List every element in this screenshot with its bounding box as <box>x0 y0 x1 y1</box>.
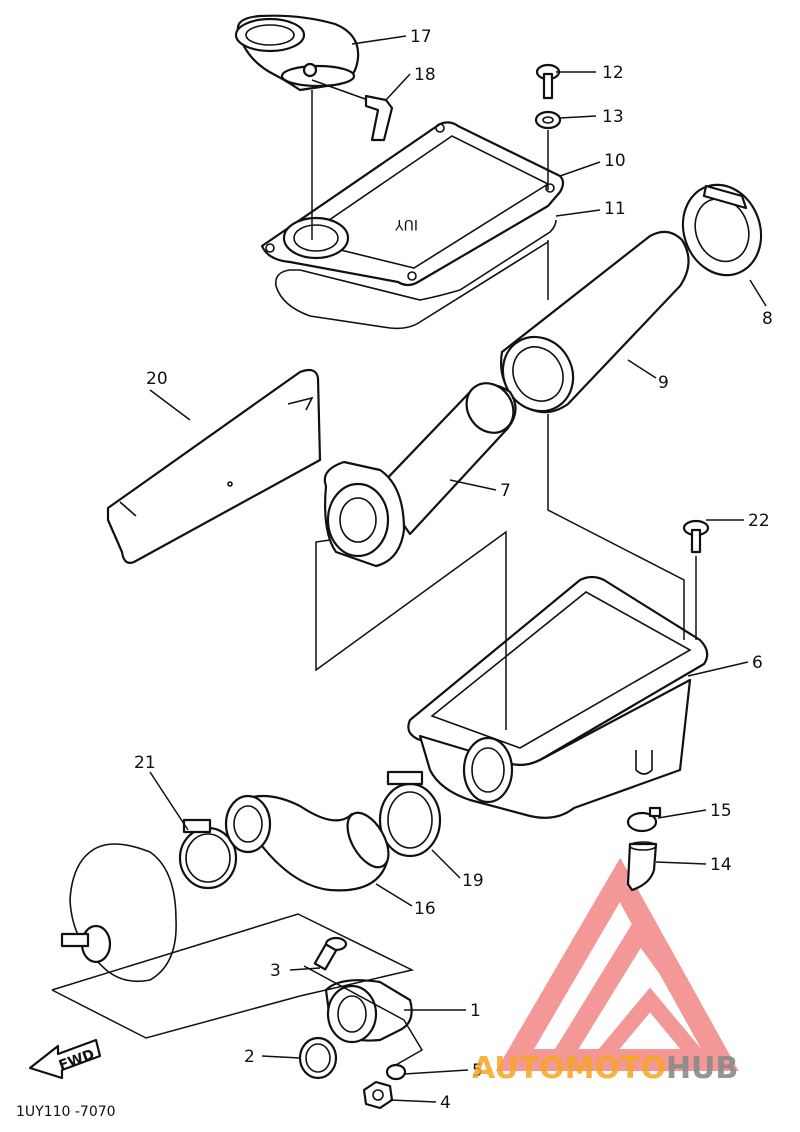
drawing-code: 1UY110 -7070 <box>16 1104 116 1120</box>
callout-17: 17 <box>410 27 432 47</box>
callout-16: 16 <box>414 899 436 919</box>
callout-14: 14 <box>710 855 732 875</box>
drain-plug-part <box>626 841 658 892</box>
joint-part <box>323 382 517 568</box>
washer-part <box>534 110 562 130</box>
leader-lines <box>149 35 767 1103</box>
filter-element-part <box>500 230 690 414</box>
assembly-line <box>547 414 685 640</box>
spring-washer-part <box>385 1063 407 1081</box>
callout-8: 8 <box>762 309 773 329</box>
callout-10: 10 <box>604 151 626 171</box>
cover-gasket-part <box>274 219 557 330</box>
watermark-brand-part2: HUB <box>666 1051 738 1086</box>
callout-22: 22 <box>748 511 770 531</box>
callout-9: 9 <box>658 373 669 393</box>
assembly-line <box>51 989 301 1039</box>
callout-1: 1 <box>470 1001 481 1021</box>
callout-21: 21 <box>134 753 156 773</box>
airbox-cover-part: IUY <box>260 121 565 287</box>
callout-5: 5 <box>472 1061 483 1081</box>
forward-direction-arrow: FWD <box>28 1038 102 1080</box>
o-ring-part <box>298 1036 338 1080</box>
stud-bolt-part <box>313 936 348 971</box>
callout-11: 11 <box>604 199 626 219</box>
callout-15: 15 <box>710 801 732 821</box>
assembly-line <box>51 913 415 997</box>
callout-7: 7 <box>500 481 511 501</box>
callout-13: 13 <box>602 107 624 127</box>
assembly-line <box>303 965 424 1067</box>
callout-12: 12 <box>602 63 624 83</box>
carburetor-outline <box>60 843 177 983</box>
screw-part <box>535 63 561 100</box>
cap-part <box>681 183 763 277</box>
intake-hose-part <box>224 794 390 892</box>
plate-part <box>106 368 322 564</box>
hose-clamp-part <box>378 770 442 858</box>
airbox-case-part <box>407 575 709 819</box>
carb-joint-part <box>324 979 413 1044</box>
callout-6: 6 <box>752 653 763 673</box>
watermark-text: AUTOMOTOHUB <box>472 1051 738 1086</box>
callout-19: 19 <box>462 871 484 891</box>
callout-2: 2 <box>244 1047 255 1067</box>
callout-4: 4 <box>440 1093 451 1113</box>
bolt-part <box>682 519 710 554</box>
lid-marking: IUY <box>395 216 418 232</box>
hose-clamp-part <box>178 818 238 890</box>
callout-3: 3 <box>270 961 281 981</box>
snorkel-part <box>234 14 360 92</box>
callout-18: 18 <box>414 65 436 85</box>
nut-part <box>362 1080 394 1110</box>
assembly-line <box>315 530 507 730</box>
callout-20: 20 <box>146 369 168 389</box>
drain-clamp-part <box>626 806 662 833</box>
watermark-brand-part1: AUTOMOTO <box>472 1051 666 1086</box>
part-callouts: 17 18 12 13 10 11 8 9 20 7 22 6 21 15 14… <box>134 27 773 1113</box>
breather-elbow-part <box>311 79 394 142</box>
watermark-logo <box>495 857 739 1071</box>
